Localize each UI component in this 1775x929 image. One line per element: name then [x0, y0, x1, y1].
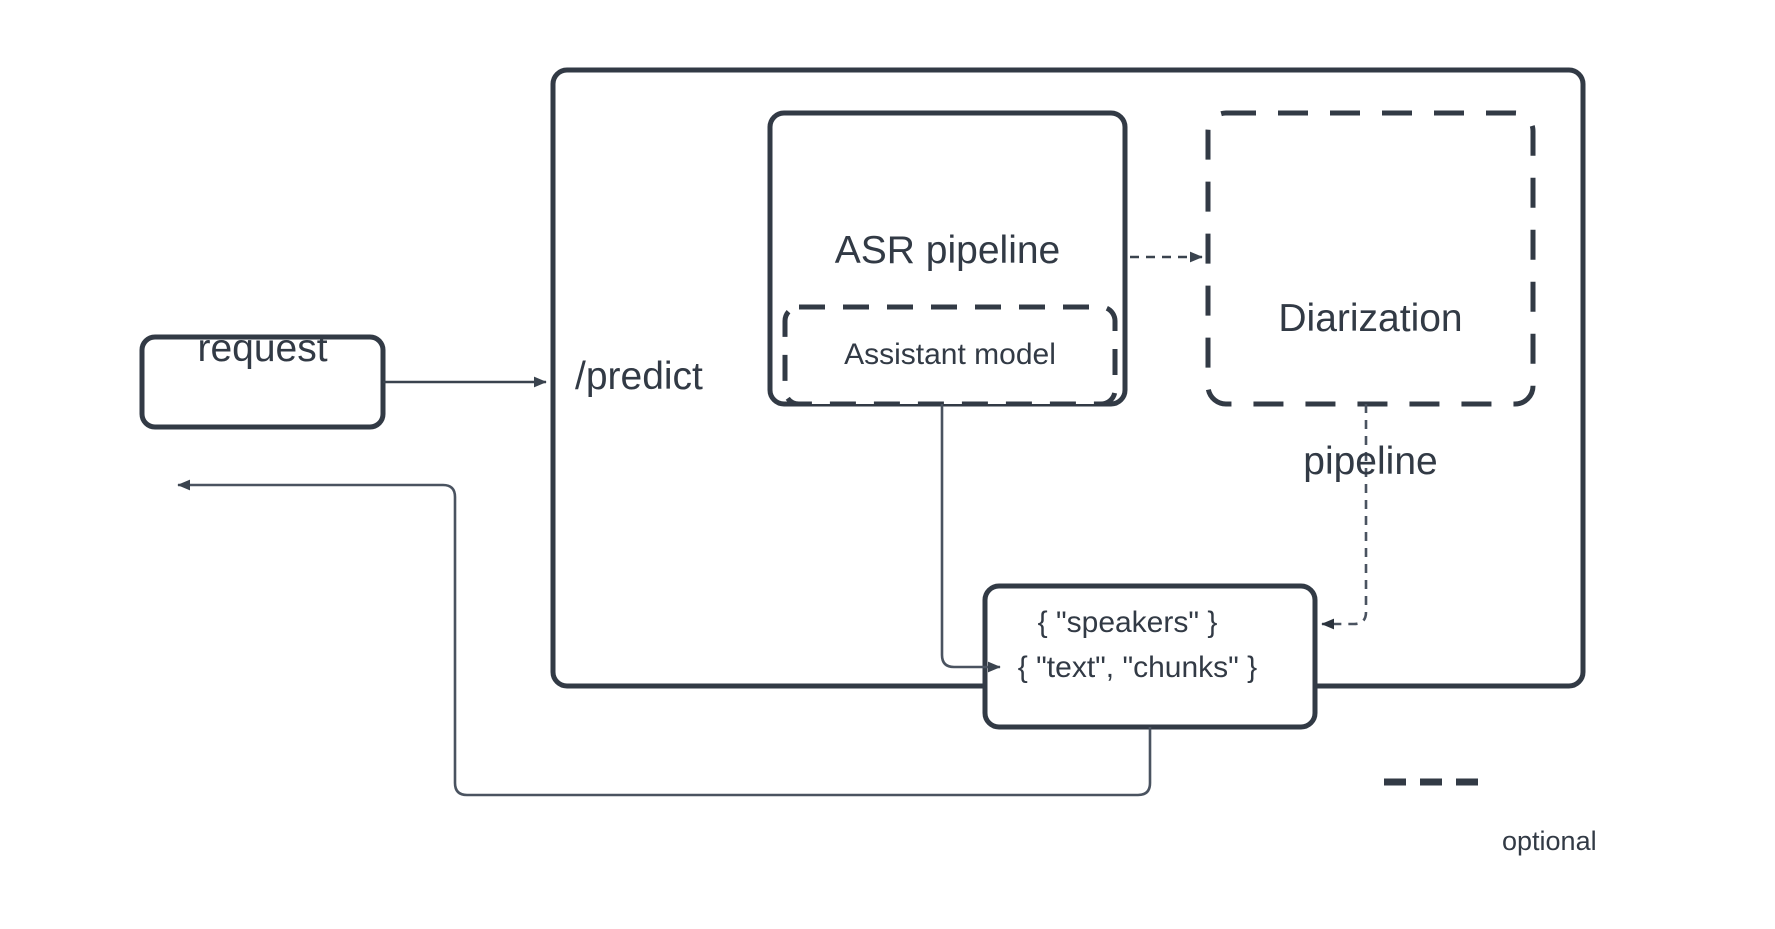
assistant-model-node[interactable]	[782, 304, 1118, 407]
edge-diarization-to-speakers	[1321, 404, 1368, 630]
diarization-pipeline-node[interactable]	[1205, 110, 1536, 407]
request-node[interactable]	[139, 334, 386, 430]
edge-assistant-to-text-chunks	[940, 404, 1001, 673]
output-payload-node[interactable]	[982, 583, 1318, 730]
edge-output-to-response	[177, 479, 1152, 797]
